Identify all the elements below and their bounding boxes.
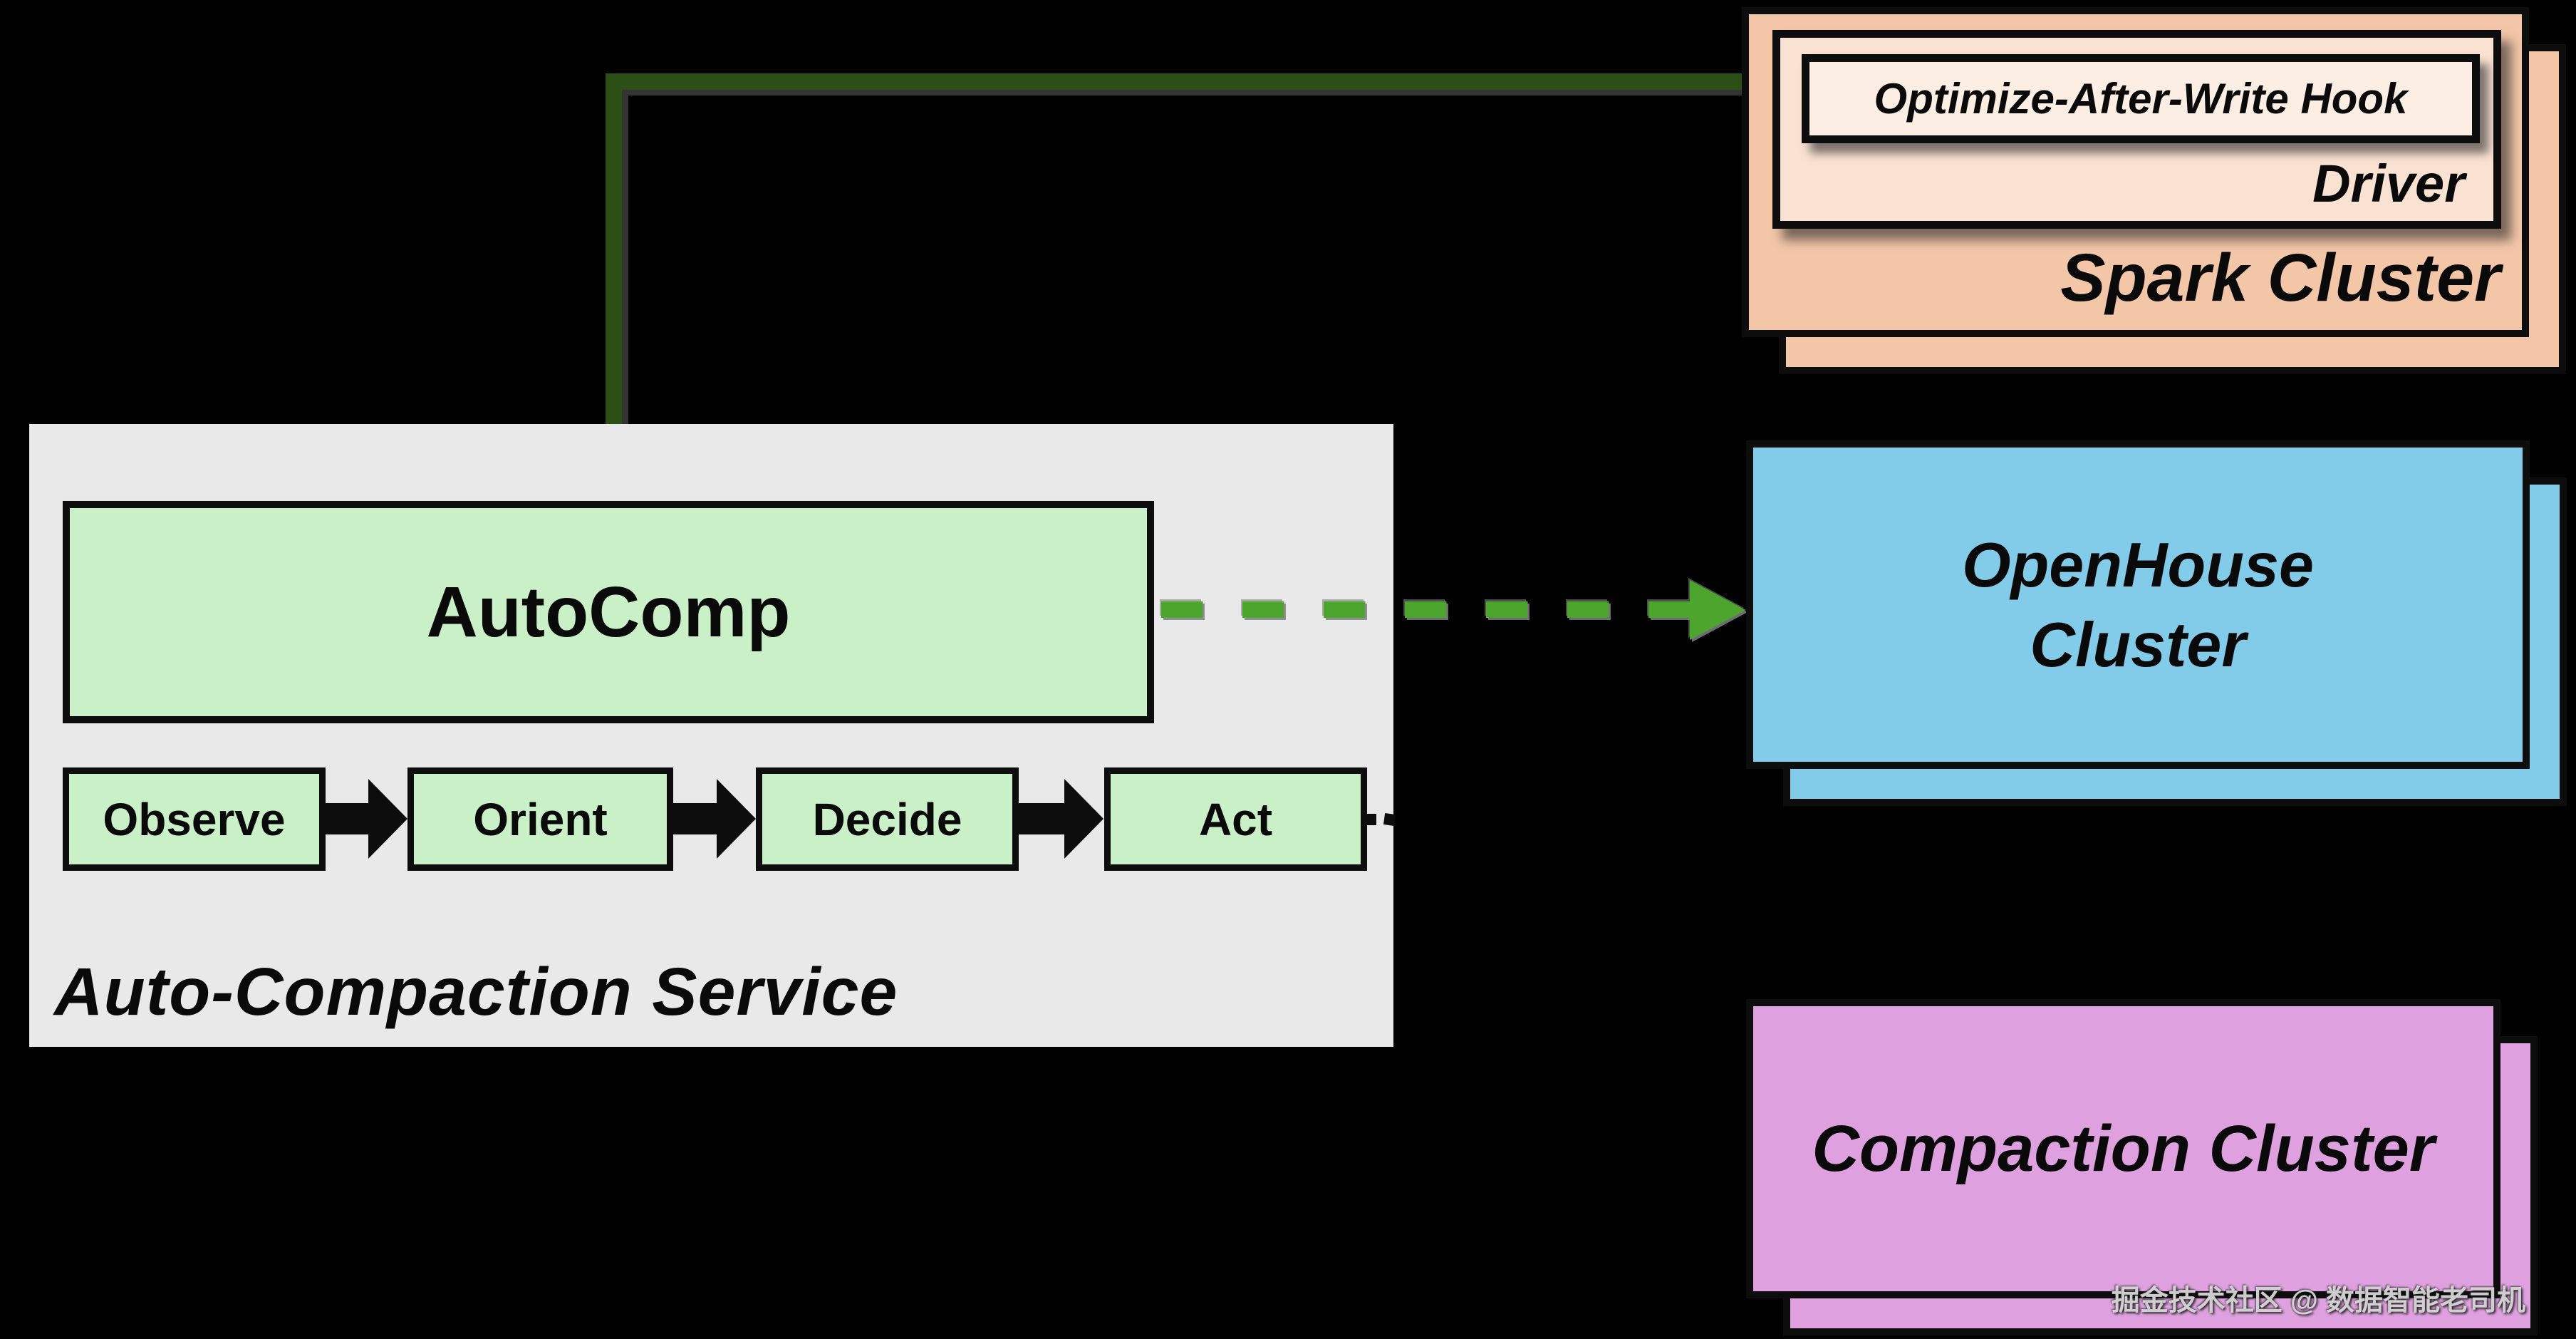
loop-step-orient: Orient [407,767,673,871]
openhouse-cluster-box: OpenHouse Cluster [1746,440,2530,769]
auto-compaction-service-box: AutoComp Observe Orient Decide Act Auto-… [29,424,1396,1047]
arrow-shaft [326,803,370,834]
arrow-right-head-icon [717,779,756,859]
dash-segment [1161,601,1203,618]
driver-box: Optimize-After-Write Hook Driver [1772,30,2501,229]
openhouse-cluster-label-line1: OpenHouse [1962,529,2314,600]
arrow-horizontal-segment [606,73,1787,90]
dash-segment [1648,601,1690,618]
arrow-shaft [1019,803,1066,834]
arrow-right-head-icon [368,779,407,859]
dash-segment [1242,601,1284,618]
arrow-decide-to-act [1019,779,1104,859]
arrow-observe-to-orient [326,779,407,859]
dash-segment [1486,601,1527,618]
watermark-text: 掘金技术社区 @ 数据智能老司机 [2111,1285,2525,1316]
loop-continuation-dash [1366,814,1376,825]
autocomp-label: AutoComp [426,572,791,652]
arrow-right-head-icon [1064,779,1103,859]
service-box-label: Auto-Compaction Service [54,954,898,1030]
spark-cluster-box: Optimize-After-Write Hook Driver Spark C… [1742,7,2529,337]
loop-step-act: Act [1104,767,1367,871]
hook-label: Optimize-After-Write Hook [1874,75,2408,123]
arrow-shaft [673,803,718,834]
driver-label: Driver [2312,154,2465,213]
spark-cluster-label: Spark Cluster [2060,240,2500,316]
dash-segment [1405,601,1446,618]
arrow-orient-to-decide [673,779,756,859]
arrow-right-head-icon [1690,580,1745,640]
compaction-cluster-label: Compaction Cluster [1812,1112,2435,1185]
dash-segment [1567,601,1609,618]
compaction-cluster-box: Compaction Cluster [1746,999,2500,1298]
loop-step-decide: Decide [756,767,1019,871]
openhouse-cluster-label-line2: Cluster [2030,609,2246,680]
dash-segment [1324,601,1365,618]
arrow-vertical-segment [606,73,622,462]
autocomp-box: AutoComp [63,501,1154,723]
loop-continuation-dash [1383,813,1396,826]
loop-step-observe: Observe [63,767,326,871]
optimize-after-write-hook-box: Optimize-After-Write Hook [1802,54,2480,143]
